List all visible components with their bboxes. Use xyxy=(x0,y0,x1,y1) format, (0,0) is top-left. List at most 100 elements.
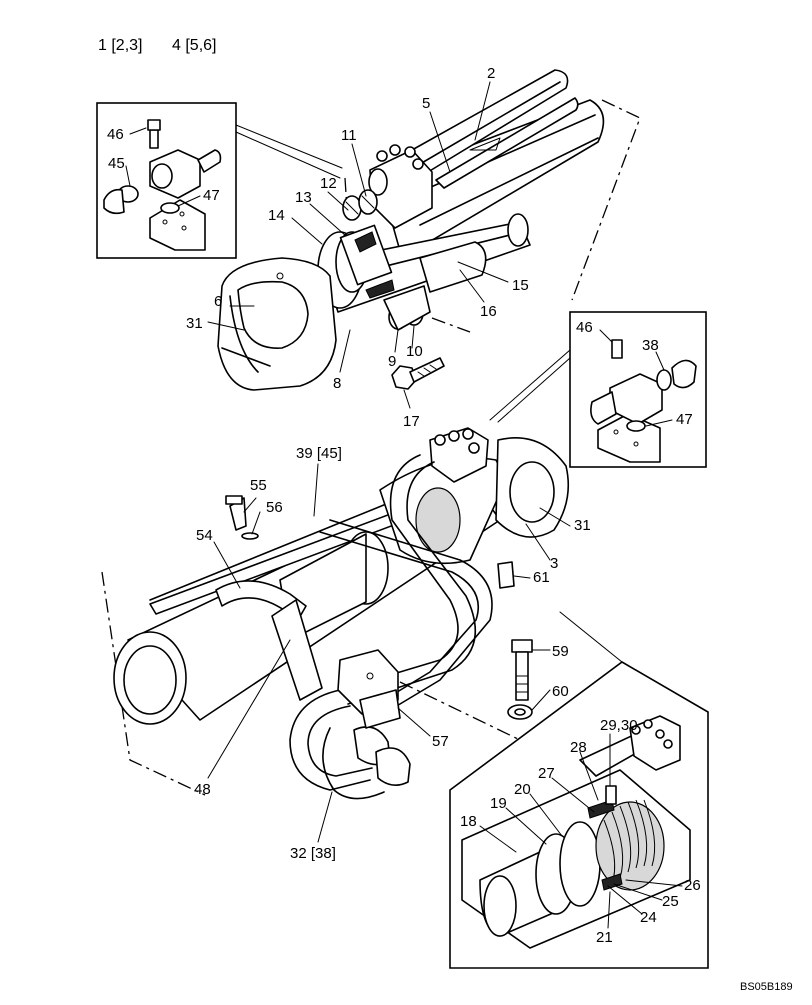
callout-46-left: 46 xyxy=(107,126,124,143)
inset-leaders xyxy=(479,733,683,929)
callout-38: 38 xyxy=(642,337,659,354)
callout-9: 9 xyxy=(388,353,396,370)
tube-line xyxy=(419,137,599,226)
pipe-39-outer xyxy=(339,454,459,691)
inset-port-detail-left xyxy=(96,102,343,259)
grease-nipple-61 xyxy=(497,561,515,589)
pipe-32-upper xyxy=(329,519,493,711)
pipe-39-inner xyxy=(347,461,477,705)
callout-13: 13 xyxy=(295,189,312,206)
break-line-upper-right xyxy=(571,99,641,301)
inset-left-plug xyxy=(103,188,125,215)
clamp-hole xyxy=(366,672,374,680)
callout-59: 59 xyxy=(552,643,569,660)
callout-12: 12 xyxy=(320,175,337,192)
break-line-left xyxy=(101,571,206,796)
callout-15: 15 xyxy=(512,277,529,294)
band-clamp-tail xyxy=(271,599,323,701)
head-thread xyxy=(415,487,461,553)
callout-32: 32 [38] xyxy=(290,845,336,862)
callout-28: 28 xyxy=(570,739,587,756)
drawing-code: BS05B189 xyxy=(740,981,793,993)
inset-left-block xyxy=(149,199,206,251)
upper-cylinder-assembly xyxy=(217,69,641,391)
inset-left-pipe xyxy=(197,149,222,173)
inset-pointer-left-1 xyxy=(235,124,343,169)
callout-57: 57 xyxy=(432,733,449,750)
base-eye-bore xyxy=(509,461,555,523)
bolt-head-3 xyxy=(404,146,416,158)
callout-56: 56 xyxy=(266,499,283,516)
tube-end-inner xyxy=(123,645,177,715)
inset-piston-b xyxy=(559,821,601,907)
callout-24: 24 xyxy=(640,909,657,926)
callout-47-right: 47 xyxy=(676,411,693,428)
thread-1 xyxy=(417,371,425,377)
port-opening xyxy=(368,168,388,196)
callout-26: 26 xyxy=(684,877,701,894)
break-line-mid xyxy=(399,681,521,741)
bolt-head-1 xyxy=(376,150,388,162)
inset-right-oring-47 xyxy=(626,420,646,432)
pipe-2-line xyxy=(419,81,561,165)
callout-60: 60 xyxy=(552,683,569,700)
lower-leaders xyxy=(207,463,571,843)
pipe-fitting-b xyxy=(375,747,411,786)
inset-seal-25 xyxy=(601,873,623,891)
callout-6: 6 xyxy=(214,293,222,310)
inset-left-bolt-46 xyxy=(149,129,159,149)
cylinder-tube xyxy=(379,99,605,259)
inset-set-screw xyxy=(605,785,617,805)
thread-3 xyxy=(429,364,437,370)
variant-label-a: 1 [2,3] xyxy=(98,37,142,54)
inset-right-oring-38 xyxy=(656,369,672,391)
callout-17: 17 xyxy=(403,413,420,430)
bolt-59-head xyxy=(511,639,533,653)
bolt-head-2 xyxy=(389,144,401,156)
inset-left-port xyxy=(151,163,173,189)
callout-48: 48 xyxy=(194,781,211,798)
upper-leaders xyxy=(207,81,509,409)
pipe-loop-outer xyxy=(289,689,371,791)
thread-2 xyxy=(423,367,431,373)
pipe-loop-2 xyxy=(322,727,385,800)
callout-31-upper: 31 xyxy=(186,315,203,332)
leader-dash xyxy=(344,177,348,211)
pipe-32-lower xyxy=(319,531,480,701)
callout-61: 61 xyxy=(533,569,550,586)
pipe-clip xyxy=(469,137,501,151)
callout-47-left: 47 xyxy=(203,187,220,204)
inset-pointer-bottom xyxy=(559,611,623,663)
band-clamp-54 xyxy=(215,580,307,621)
washer-60-hole xyxy=(514,708,526,716)
rod-sleeve xyxy=(419,241,487,293)
clamp-lower xyxy=(359,689,401,729)
callout-16: 16 xyxy=(480,303,497,320)
callout-46-right: 46 xyxy=(576,319,593,336)
callout-3: 3 xyxy=(550,555,558,572)
callout-25: 25 xyxy=(662,893,679,910)
lower-cylinder-assembly xyxy=(101,427,570,800)
inset-thread-lines xyxy=(603,799,656,885)
gland-seal xyxy=(354,231,377,253)
washer-56 xyxy=(241,532,259,540)
callout-19: 19 xyxy=(490,795,507,812)
callout-10: 10 xyxy=(406,343,423,360)
callout-21: 21 xyxy=(596,929,613,946)
inset-port-block xyxy=(629,715,681,771)
callout-31-lower: 31 xyxy=(574,517,591,534)
inset-left-oring-47 xyxy=(160,202,180,214)
callout-11: 11 xyxy=(341,127,357,144)
inset-rod-end xyxy=(483,875,517,937)
variant-label-b: 4 [5,6] xyxy=(172,37,216,54)
inset-pointer-left-2 xyxy=(235,131,341,179)
inset-left-bolt-head xyxy=(147,119,161,131)
callout-54: 54 xyxy=(196,527,213,544)
inset-pointer-right-1 xyxy=(489,349,571,421)
callout-20: 20 xyxy=(514,781,531,798)
inset-right-plug xyxy=(671,359,697,389)
bolt-head-4 xyxy=(412,158,424,170)
inset-port-detail-right xyxy=(489,311,707,468)
rod-eye-bore xyxy=(237,280,309,349)
